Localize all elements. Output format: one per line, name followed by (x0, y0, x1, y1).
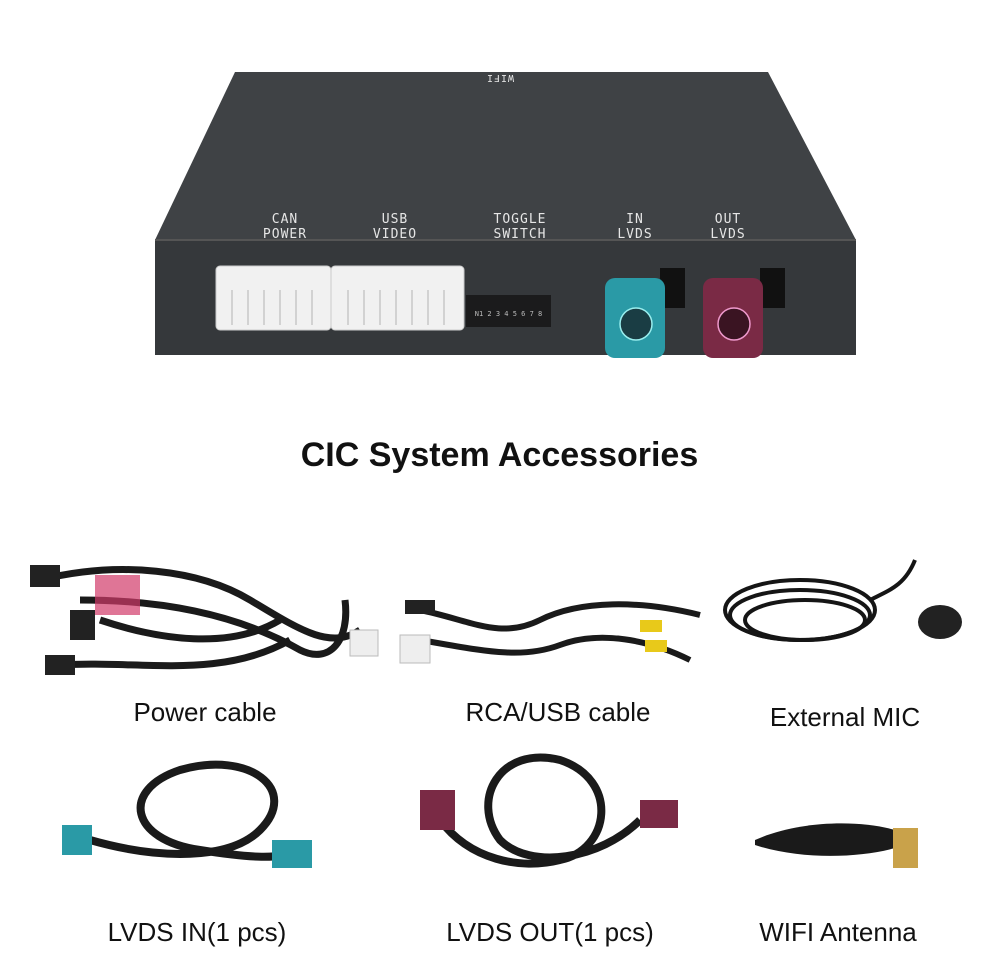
wifi-label: WIFI (485, 72, 515, 83)
lvds-out-cable-image (436, 753, 643, 868)
page-title: CIC System Accessories (300, 436, 699, 474)
caption-rca-usb-cable: RCA/USB cable (465, 697, 651, 727)
lvds-in-cable-image (88, 760, 302, 861)
dip-switch (466, 295, 551, 327)
caption-wifi-antenna: WIFI Antenna (759, 917, 917, 947)
dip-switch-numbers: N1 2 3 4 5 6 7 8 (474, 310, 543, 318)
caption-external-mic: External MIC (769, 702, 921, 732)
can-power-connector (215, 265, 332, 331)
caption-lvds-out: LVDS OUT(1 pcs) (446, 917, 654, 947)
caption-lvds-in: LVDS IN(1 pcs) (107, 917, 287, 947)
wifi-antenna-image (755, 823, 895, 856)
external-mic-image (723, 559, 917, 642)
device-top-surface (155, 72, 856, 240)
caption-power-cable: Power cable (133, 697, 277, 727)
